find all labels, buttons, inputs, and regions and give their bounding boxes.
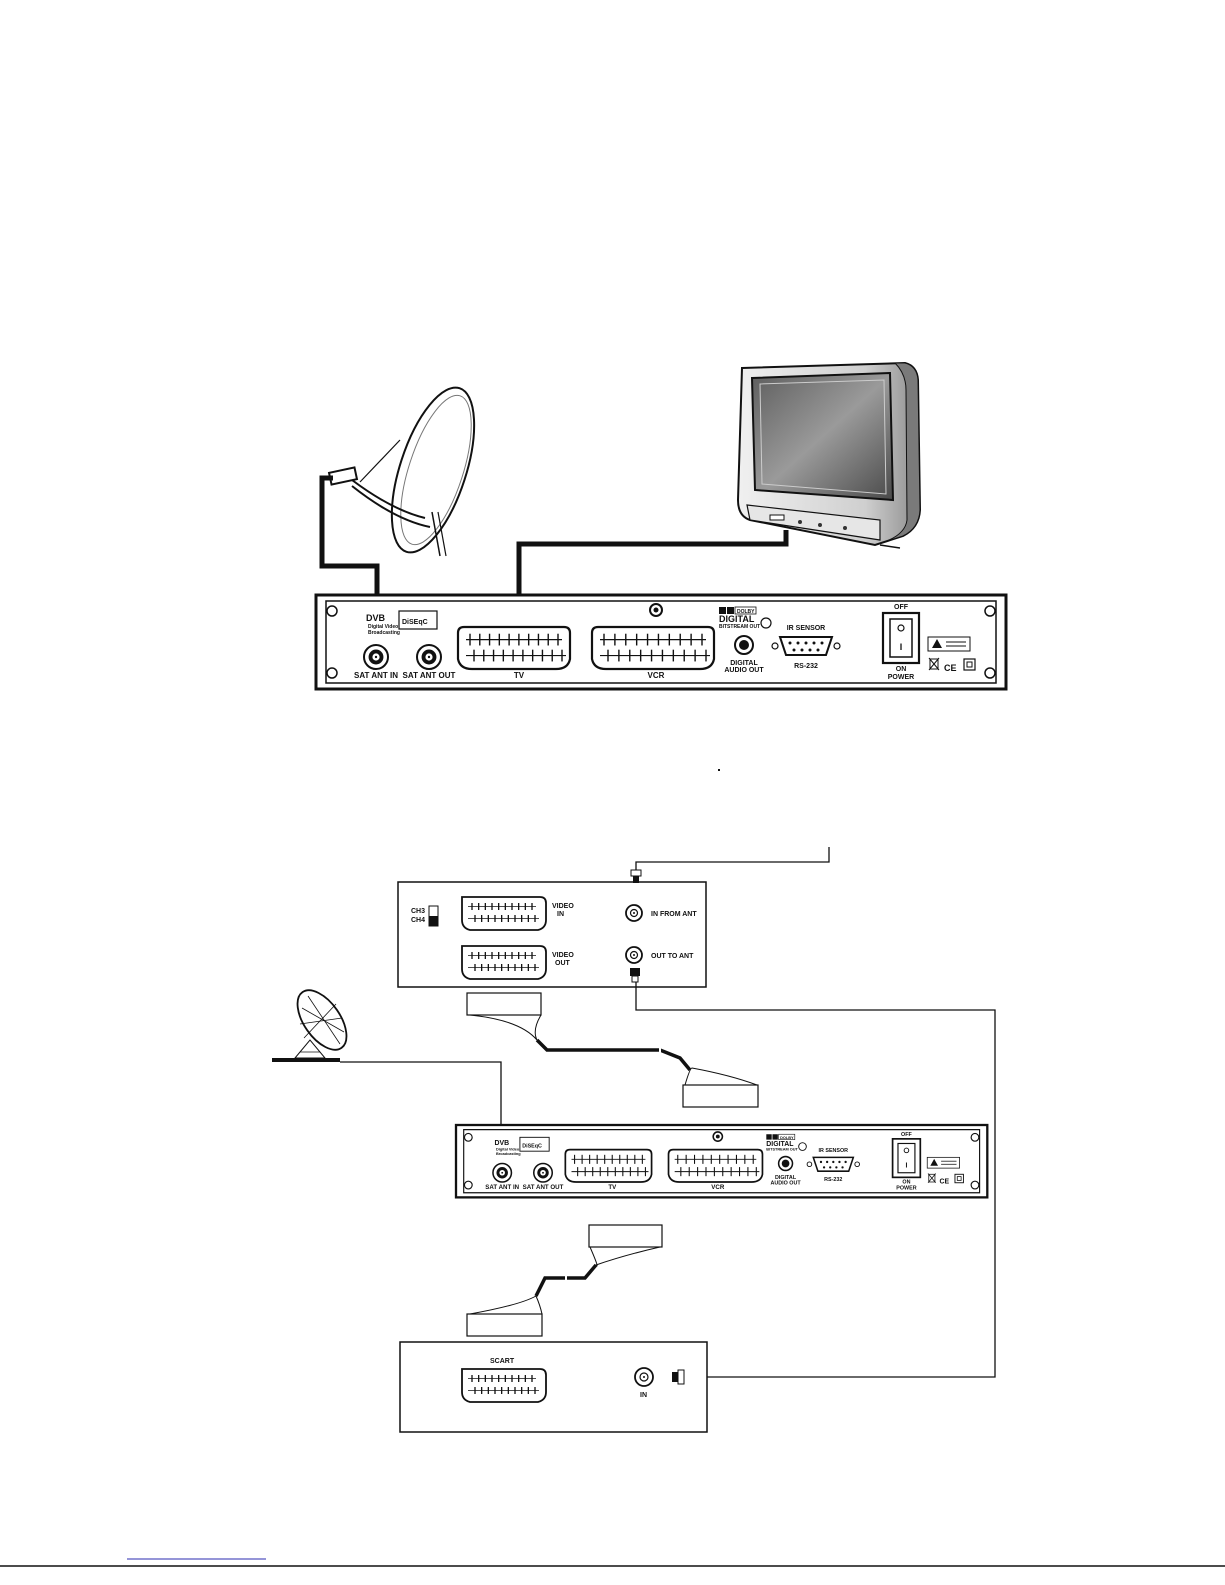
rs232-connector <box>771 636 841 656</box>
screw <box>326 667 338 679</box>
video-in-label-1: VIDEO <box>552 903 574 910</box>
television <box>736 361 922 549</box>
ir-sensor-label: IR SENSOR <box>819 1148 849 1154</box>
warning-icon <box>930 1158 939 1166</box>
power-off-label: OFF <box>901 1132 912 1138</box>
screw <box>984 605 996 617</box>
digital-audio-out-label-2: AUDIO OUT <box>770 1180 801 1186</box>
power-switch-mark: I <box>905 1162 907 1169</box>
diseqc-logo: DiSEqC <box>522 1143 542 1149</box>
ir-sensor-window <box>760 617 772 629</box>
scart-vcr <box>590 625 716 671</box>
tv-scart-label: TV <box>514 671 525 680</box>
scart-cable-tv <box>466 1224 663 1337</box>
tv-scart-label: TV <box>608 1184 617 1191</box>
tv-in-label: IN <box>640 1392 647 1399</box>
sat-ant-out-label: SAT ANT OUT <box>403 671 456 680</box>
sat-ant-in-connector <box>492 1162 513 1183</box>
ch3-label: CH3 <box>411 908 425 915</box>
dvb-logo-sub-2: Broadcasting <box>368 630 400 636</box>
vcr-back-panel: CH3 CH4 VIDEO IN VIDEO OUT IN FROM ANT O… <box>397 881 707 988</box>
scart-video-out <box>461 945 547 980</box>
ir-sensor-label: IR SENSOR <box>787 625 826 632</box>
digital-audio-out-label-1: DIGITAL <box>730 660 758 667</box>
dvb-logo-sub-1: Digital Video <box>496 1147 520 1151</box>
scart-video-out-pins <box>468 952 539 971</box>
out-to-ant-label: OUT TO ANT <box>651 953 694 960</box>
sat-ant-out-label: SAT ANT OUT <box>523 1184 564 1191</box>
power-off-label: OFF <box>894 604 909 611</box>
dolby-label: DOLBY <box>737 609 755 615</box>
warning-icon <box>932 639 942 648</box>
scart-vcr <box>667 1148 764 1183</box>
diseqc-logo-frame <box>398 610 438 630</box>
weee-icon <box>928 1173 936 1183</box>
screw <box>463 1180 473 1190</box>
screw <box>970 1132 980 1142</box>
dolby-mark <box>766 1134 772 1140</box>
warning-label <box>926 1156 960 1169</box>
scart-video-in <box>461 896 547 931</box>
diseqc-logo-frame <box>519 1136 550 1152</box>
rs232-label: RS-232 <box>824 1177 842 1183</box>
dolby-mark <box>719 607 726 614</box>
ce-mark: CE <box>944 663 957 673</box>
in-from-ant-label: IN FROM ANT <box>651 911 697 918</box>
power-on-label: ON <box>896 666 907 673</box>
scart-tv <box>456 625 572 671</box>
video-out-label-1: VIDEO <box>552 952 574 959</box>
video-out-label-2: OUT <box>555 960 571 967</box>
vcr-scart-label: VCR <box>711 1184 725 1191</box>
dvb-logo: DVB <box>366 613 386 623</box>
dvb-logo-sub-1: Digital Video <box>368 624 398 630</box>
screw <box>970 1180 980 1190</box>
bitstream-out-label: BITSTREAM OUT <box>766 1147 798 1151</box>
tv-scart-pins <box>468 1375 539 1394</box>
dolby-digital-label: DIGITAL <box>766 1141 794 1148</box>
rs232-connector <box>806 1156 860 1172</box>
screw <box>984 667 996 679</box>
tv-back-panel: SCART IN <box>399 1341 708 1433</box>
power-on-label: ON <box>902 1180 910 1186</box>
ir-sensor-window <box>798 1142 807 1151</box>
sat-ant-in-label: SAT ANT IN <box>354 671 398 680</box>
digital-audio-out-label-2: AUDIO OUT <box>724 667 764 674</box>
video-in-label-2: IN <box>557 911 564 918</box>
power-label: POWER <box>896 1186 916 1192</box>
sat-ant-out-connector <box>532 1162 554 1183</box>
screw <box>326 605 338 617</box>
sat-ant-in-label: SAT ANT IN <box>485 1184 519 1191</box>
digital-audio-out-label-1: DIGITAL <box>775 1175 797 1181</box>
rs232-label: RS-232 <box>794 663 818 670</box>
vcr-scart-label: VCR <box>648 671 665 680</box>
dolby-label: DOLBY <box>780 1136 794 1140</box>
satellite-dish-small <box>272 989 348 1062</box>
sat-ant-out-connector <box>416 644 442 670</box>
class-ii-icon <box>954 1173 964 1184</box>
diseqc-logo: DiSEqC <box>402 619 428 626</box>
dvb-logo: DVB <box>495 1140 510 1147</box>
bitstream-out-label: BITSTREAM OUT <box>719 624 760 630</box>
scart-video-in-pins <box>468 903 539 922</box>
power-switch-mark: I <box>900 642 903 652</box>
class-ii-icon <box>963 658 976 671</box>
scart-cable-vcr <box>466 992 759 1108</box>
ch4-label: CH4 <box>411 917 425 924</box>
power-label: POWER <box>888 674 914 681</box>
cable-antenna-to-vcr <box>630 847 830 883</box>
scart-label: SCART <box>490 1358 515 1365</box>
satellite-dish <box>327 386 476 557</box>
screw <box>463 1132 473 1142</box>
dolby-digital-label: DIGITAL <box>719 614 755 624</box>
dvb-logo-sub-2: Broadcasting <box>496 1152 521 1156</box>
cable-vcr-to-tv <box>630 968 996 1378</box>
weee-icon <box>929 658 939 670</box>
scart-tv <box>564 1148 653 1183</box>
ce-mark: CE <box>940 1179 950 1186</box>
tv-scart-connector <box>461 1368 547 1403</box>
sat-ant-in-connector <box>363 644 389 670</box>
